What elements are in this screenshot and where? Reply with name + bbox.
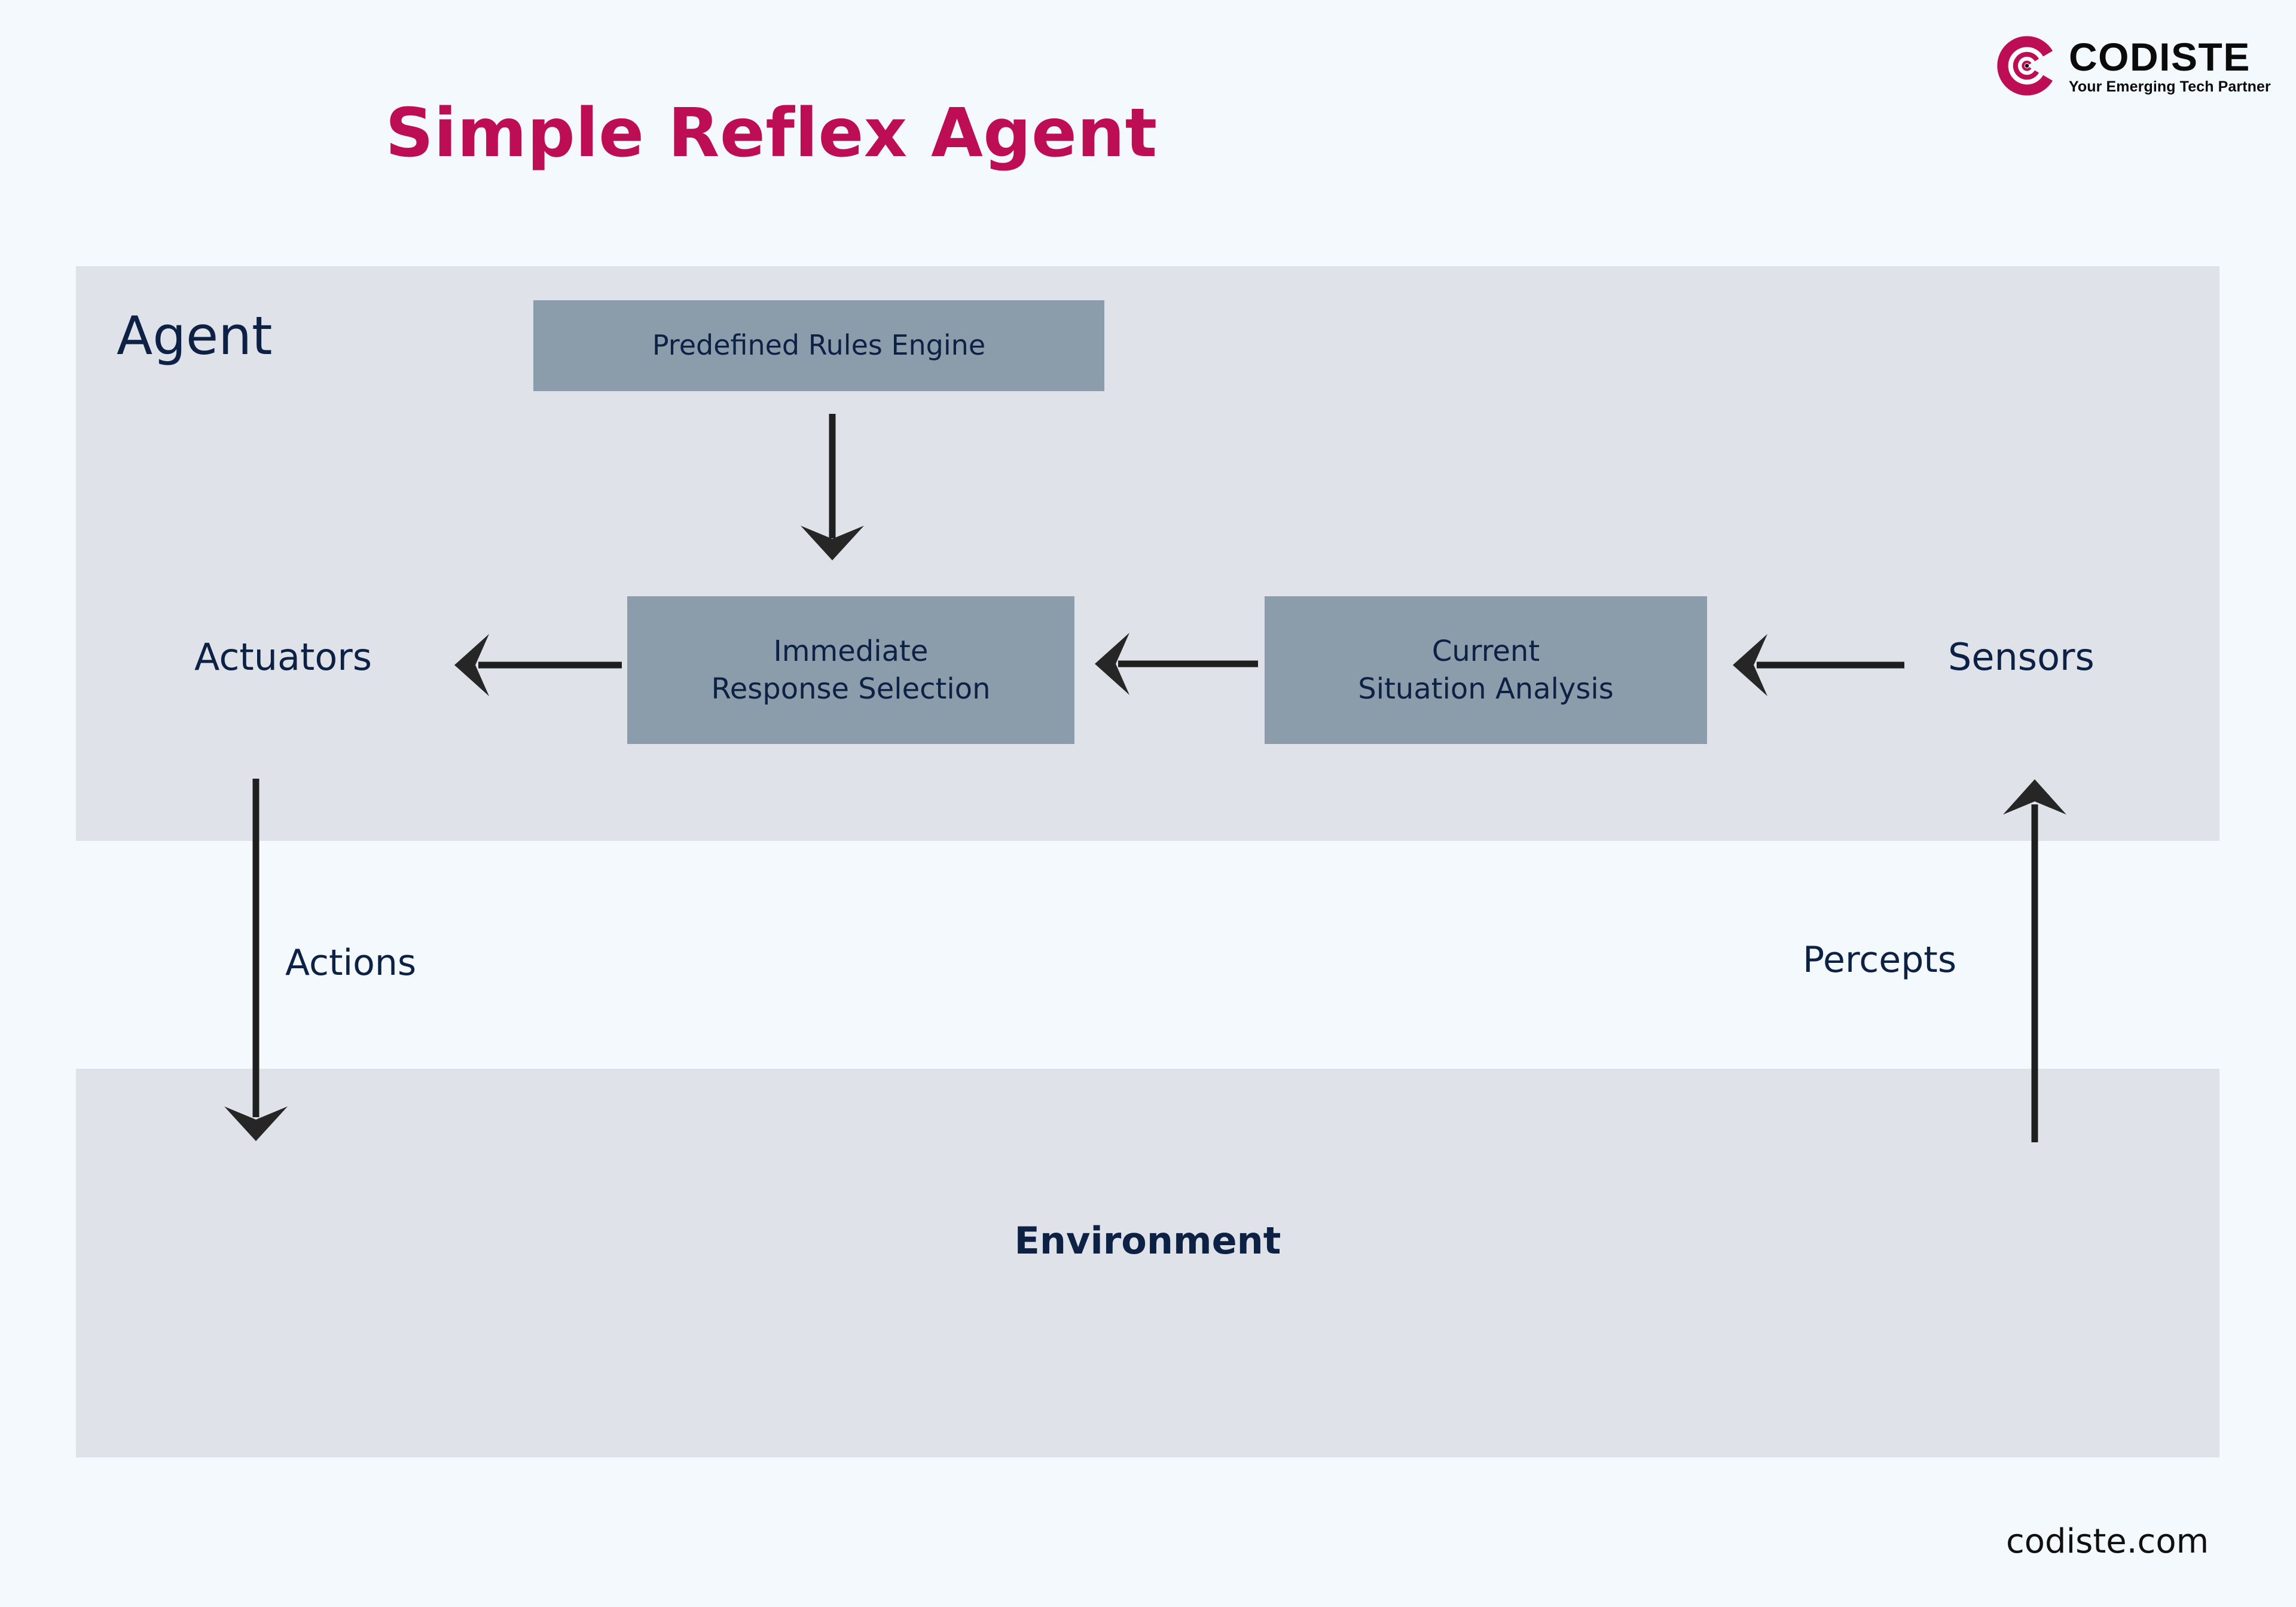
node-label: Current Situation Analysis	[1358, 633, 1613, 708]
brand-logo: CODISTE Your Emerging Tech Partner	[1995, 33, 2271, 98]
footer-website-url: codiste.com	[2006, 1522, 2209, 1561]
node-label: Immediate Response Selection	[712, 633, 991, 708]
port-label-actuators: Actuators	[194, 635, 373, 679]
codiste-concentric-c-logo-icon	[1997, 36, 2053, 96]
agent-panel-label: Agent	[117, 305, 273, 367]
port-label-sensors: Sensors	[1948, 635, 2095, 679]
node-label-line-2: Response Selection	[711, 672, 991, 706]
agent-panel	[76, 266, 2219, 841]
node-current-situation-analysis[interactable]: Current Situation Analysis	[1265, 596, 1707, 744]
node-label-line-1: Immediate	[773, 635, 929, 669]
node-label-line-2: Situation Analysis	[1358, 672, 1614, 706]
node-predefined-rules-engine[interactable]: Predefined Rules Engine	[533, 300, 1104, 391]
brand-wordmark: CODISTE	[2069, 35, 2251, 79]
environment-panel-label: Environment	[1014, 1219, 1281, 1263]
page-title: Simple Reflex Agent	[385, 94, 1158, 172]
node-label: Predefined Rules Engine	[652, 329, 986, 362]
node-immediate-response-selection[interactable]: Immediate Response Selection	[627, 596, 1074, 744]
flow-label-actions: Actions	[285, 942, 417, 984]
node-label-line-1: Current	[1431, 635, 1540, 669]
flow-label-percepts: Percepts	[1803, 939, 1957, 981]
brand-tagline: Your Emerging Tech Partner	[2069, 78, 2271, 95]
environment-panel	[76, 1069, 2219, 1457]
brand-text: CODISTE Your Emerging Tech Partner	[2069, 37, 2271, 94]
